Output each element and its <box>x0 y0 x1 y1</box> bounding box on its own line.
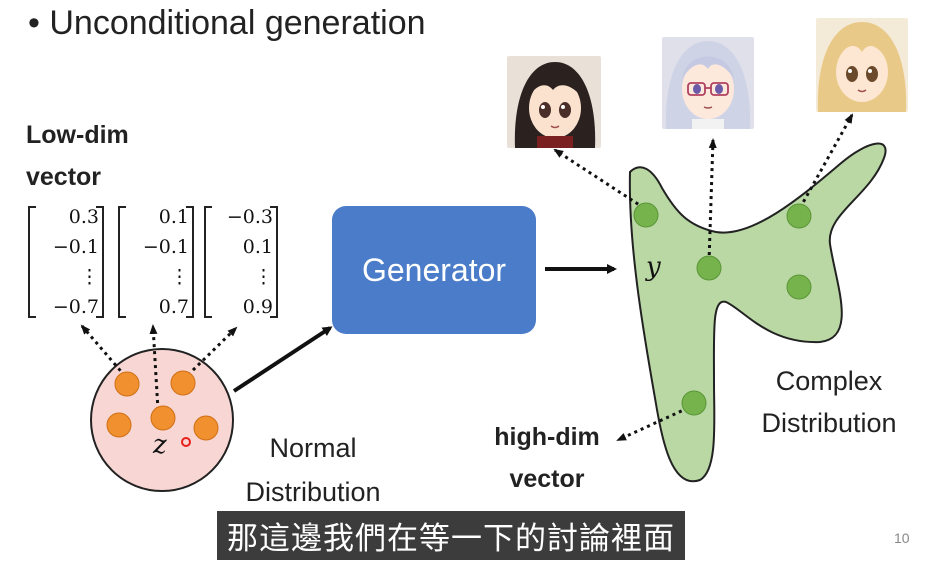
distribution-dot <box>633 202 659 228</box>
vector-2: 0.1 −0.1 ⋮ 0.7 <box>118 206 194 318</box>
high-dim-label-line2: vector <box>509 465 585 493</box>
vector-1: 0.3 −0.1 ⋮ −0.7 <box>28 206 104 318</box>
arrow-to-generator <box>232 326 333 393</box>
video-subtitle: 那這邊我們在等一下的討論裡面 <box>217 511 685 560</box>
normal-distribution-label: Normal Distribution <box>228 426 398 514</box>
low-dim-vector-label: Low-dim vector <box>26 114 129 198</box>
distribution-dot <box>681 390 707 416</box>
left-bracket <box>118 206 126 318</box>
sample-dot <box>193 415 219 441</box>
vector-entry: ⋮ <box>80 266 99 288</box>
right-bracket <box>270 206 278 318</box>
vector-entry: 0.1 <box>158 206 189 228</box>
left-bracket <box>28 206 36 318</box>
vector-entry: −0.1 <box>52 236 99 258</box>
normal-label-line2: Distribution <box>245 477 381 507</box>
high-dim-vector-label: high-dim vector <box>472 416 622 500</box>
low-dim-label-line2: vector <box>26 163 102 191</box>
dotted-arrow <box>616 406 689 442</box>
anime-girl-dark-hair-icon <box>507 56 601 148</box>
page-number: 10 <box>894 530 910 546</box>
sample-dot <box>114 371 140 397</box>
high-dim-label-line1: high-dim <box>494 423 600 451</box>
vector-entry: −0.3 <box>226 206 273 228</box>
sample-dot <box>170 370 196 396</box>
slide-title: • Unconditional generation <box>28 4 426 42</box>
vector-entry: 0.9 <box>242 296 273 318</box>
anime-girl-glasses-icon <box>662 37 754 129</box>
dotted-arrow <box>149 324 160 411</box>
vector-3: −0.3 0.1 ⋮ 0.9 <box>204 206 278 318</box>
left-bracket <box>204 206 212 318</box>
generator-box: Generator <box>332 206 536 334</box>
cursor-dot <box>181 437 191 447</box>
dotted-arrow <box>80 324 127 377</box>
vector-entry: 0.3 <box>68 206 99 228</box>
sample-dot <box>150 405 176 431</box>
z-label: z <box>153 430 167 460</box>
anime-girl-blonde-icon <box>816 18 908 112</box>
normal-label-line1: Normal <box>269 433 357 463</box>
vector-entry: ⋮ <box>254 266 273 288</box>
complex-label-line2: Distribution <box>761 408 897 438</box>
right-bracket <box>96 206 104 318</box>
low-dim-label-line1: Low-dim <box>26 121 129 149</box>
distribution-dot <box>696 255 722 281</box>
y-label: y <box>646 252 661 282</box>
vector-entry: 0.1 <box>242 236 273 258</box>
vector-entry: ⋮ <box>170 266 189 288</box>
right-bracket <box>186 206 194 318</box>
distribution-dot <box>786 274 812 300</box>
vector-entry: −0.1 <box>142 236 189 258</box>
sample-dot <box>106 412 132 438</box>
complex-distribution-label: Complex Distribution <box>744 360 914 444</box>
vector-entry: −0.7 <box>52 296 99 318</box>
vector-entry: 0.7 <box>158 296 189 318</box>
complex-label-line1: Complex <box>775 366 883 396</box>
distribution-dot <box>786 203 812 229</box>
generator-label: Generator <box>361 251 507 288</box>
